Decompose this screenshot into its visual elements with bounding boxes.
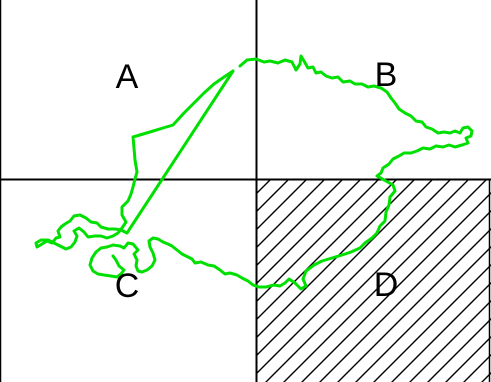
- landmass-outline: [34, 54, 474, 291]
- quadrant-d-hatch: [257, 179, 491, 382]
- quadrant-label-a: A: [116, 58, 139, 96]
- quadrant-label-b: B: [375, 56, 398, 94]
- quadrant-label-c: C: [115, 267, 140, 305]
- quadrant-label-d: D: [374, 266, 399, 304]
